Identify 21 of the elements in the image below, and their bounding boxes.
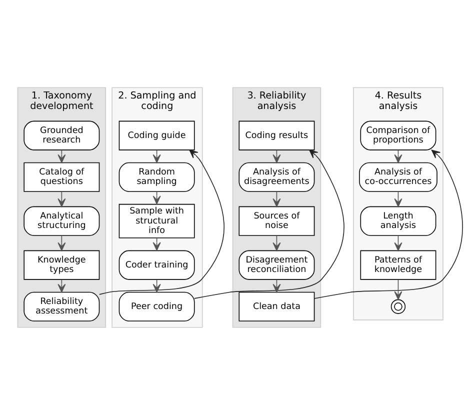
node-box: Reliability assessment bbox=[24, 292, 100, 322]
arrow bbox=[394, 279, 402, 300]
node-box: Knowledge types bbox=[24, 250, 100, 280]
node-box: Analysis of disagreements bbox=[238, 162, 315, 192]
node-box: Sources of noise bbox=[238, 206, 315, 236]
node-box: Coding guide bbox=[118, 120, 195, 150]
node-box: Disagreement reconciliation bbox=[238, 250, 315, 280]
node-box: Sample with structural info bbox=[118, 204, 195, 238]
node-box: Analysis of co-occurrences bbox=[359, 162, 438, 192]
node-box: Comparison of proportions bbox=[360, 120, 436, 150]
node-box: Catalog of questions bbox=[24, 162, 100, 192]
node-box: Clean data bbox=[238, 292, 315, 322]
node-box: Patterns of knowledge bbox=[360, 250, 436, 280]
node-box: Grounded research bbox=[24, 120, 100, 150]
node-circle bbox=[390, 299, 406, 314]
node-box: Analytical structuring bbox=[24, 206, 100, 236]
node-box: Peer coding bbox=[118, 292, 195, 322]
node-box: Random sampling bbox=[118, 162, 195, 192]
node-box: Coder training bbox=[118, 250, 195, 280]
node-box: Length analysis bbox=[360, 206, 436, 236]
node-box: Coding results bbox=[238, 120, 315, 150]
